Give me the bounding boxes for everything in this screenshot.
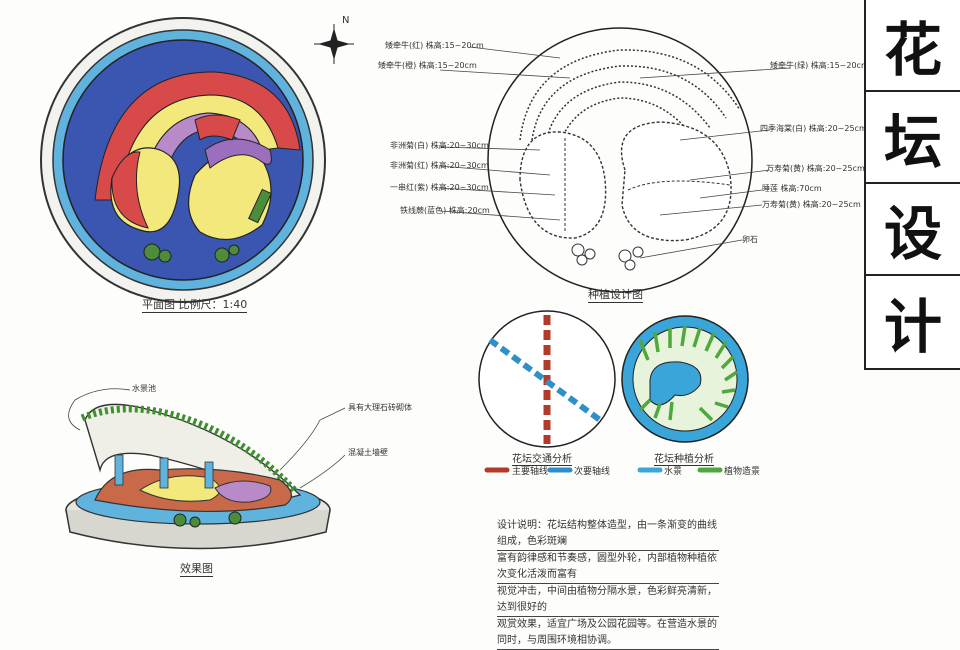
plant-analysis [621, 315, 749, 473]
traffic-analysis [478, 310, 616, 473]
north-label: N [342, 15, 350, 26]
design-note-line-2: 富有韵律感和节奏感，圆型外轮，内部植物种植依次变化活泼而富有 [497, 551, 719, 584]
title-char-3: 设 [866, 184, 960, 276]
perspective-label-wall: 混凝土墙壁 [348, 448, 388, 457]
plan-view [40, 17, 326, 303]
design-note-line-1: 设计说明：花坛结构整体造型，由一条渐变的曲线组成，色彩斑斓 [497, 518, 719, 551]
plan-view-caption: 平面图 比例尺：1:40 [142, 298, 248, 313]
perspective-caption: 效果图 [180, 562, 213, 577]
planting-plan-caption: 种植设计图 [588, 288, 643, 303]
plan-red-patch [194, 114, 241, 141]
planting-circle [487, 27, 753, 293]
planting-label-left-3: 非洲菊(白) 株高:20~30cm [390, 141, 489, 150]
planting-label-right-3: 万寿菊(黄) 株高:20~25cm [766, 164, 865, 173]
traffic-analysis-caption: 花坛交通分析 [512, 450, 572, 466]
legend-water-label: 水景 [664, 467, 683, 477]
planting-plan [439, 27, 791, 293]
legend-plant-label: 植物造景 [724, 467, 761, 477]
planting-label-left-6: 铁线蕨(蓝色) 株高:20cm [400, 206, 490, 215]
title-char-2: 坛 [866, 92, 960, 184]
plan-green-bar [248, 188, 272, 224]
planting-label-right-6: 卵石 [742, 235, 758, 244]
title-char-4: 计 [883, 293, 942, 361]
title-char-1: 花 [866, 0, 960, 92]
perspective-label-pool: 水景池 [132, 384, 156, 393]
planting-label-left-4: 非洲菊(红) 株高:20~30cm [390, 161, 489, 170]
legend-main-axis-label: 主要轴线 [512, 467, 549, 477]
perspective-view [65, 388, 346, 550]
title-column: 花 坛 设 计 [864, 0, 960, 370]
planting-label-left-5: 一串红(紫) 株高:20~30cm [390, 183, 489, 192]
north-arrow [314, 24, 354, 64]
design-note-line-3: 视觉冲击，中间由植物分隔水景，色彩鲜亮清新，达到很好的 [497, 584, 719, 617]
planting-label-right-4: 睡莲 株高:70cm [762, 184, 822, 193]
planting-label-right-2: 四季海棠(白) 株高:20~25cm [760, 124, 867, 133]
design-note-line-4: 观赏效果，适宜广场及公园花园等。在营造水景的同时，与周围环境相协调。 [497, 617, 719, 650]
planting-label-right-1: 矮牵牛(绿) 株高:15~20cm [770, 61, 869, 70]
perspective-label-marble: 具有大理石砖砌体 [348, 403, 412, 412]
planting-label-right-5: 万寿菊(黄) 株高:20~25cm [762, 200, 861, 209]
plan-blob-left-red [111, 151, 149, 229]
planting-label-left-2: 矮牵牛(橙) 株高:15~20cm [378, 61, 477, 70]
plan-blob-right-purple [204, 138, 272, 169]
design-note: 设计说明：花坛结构整体造型，由一条渐变的曲线组成，色彩斑斓 富有韵律感和节奏感，… [497, 518, 719, 650]
traffic-secondary-axis [488, 337, 602, 423]
legend-secondary-axis-label: 次要轴线 [574, 467, 611, 477]
plant-analysis-caption: 花坛种植分析 [654, 450, 714, 466]
planting-label-left-1: 矮牵牛(红) 株高:15~20cm [385, 41, 484, 50]
